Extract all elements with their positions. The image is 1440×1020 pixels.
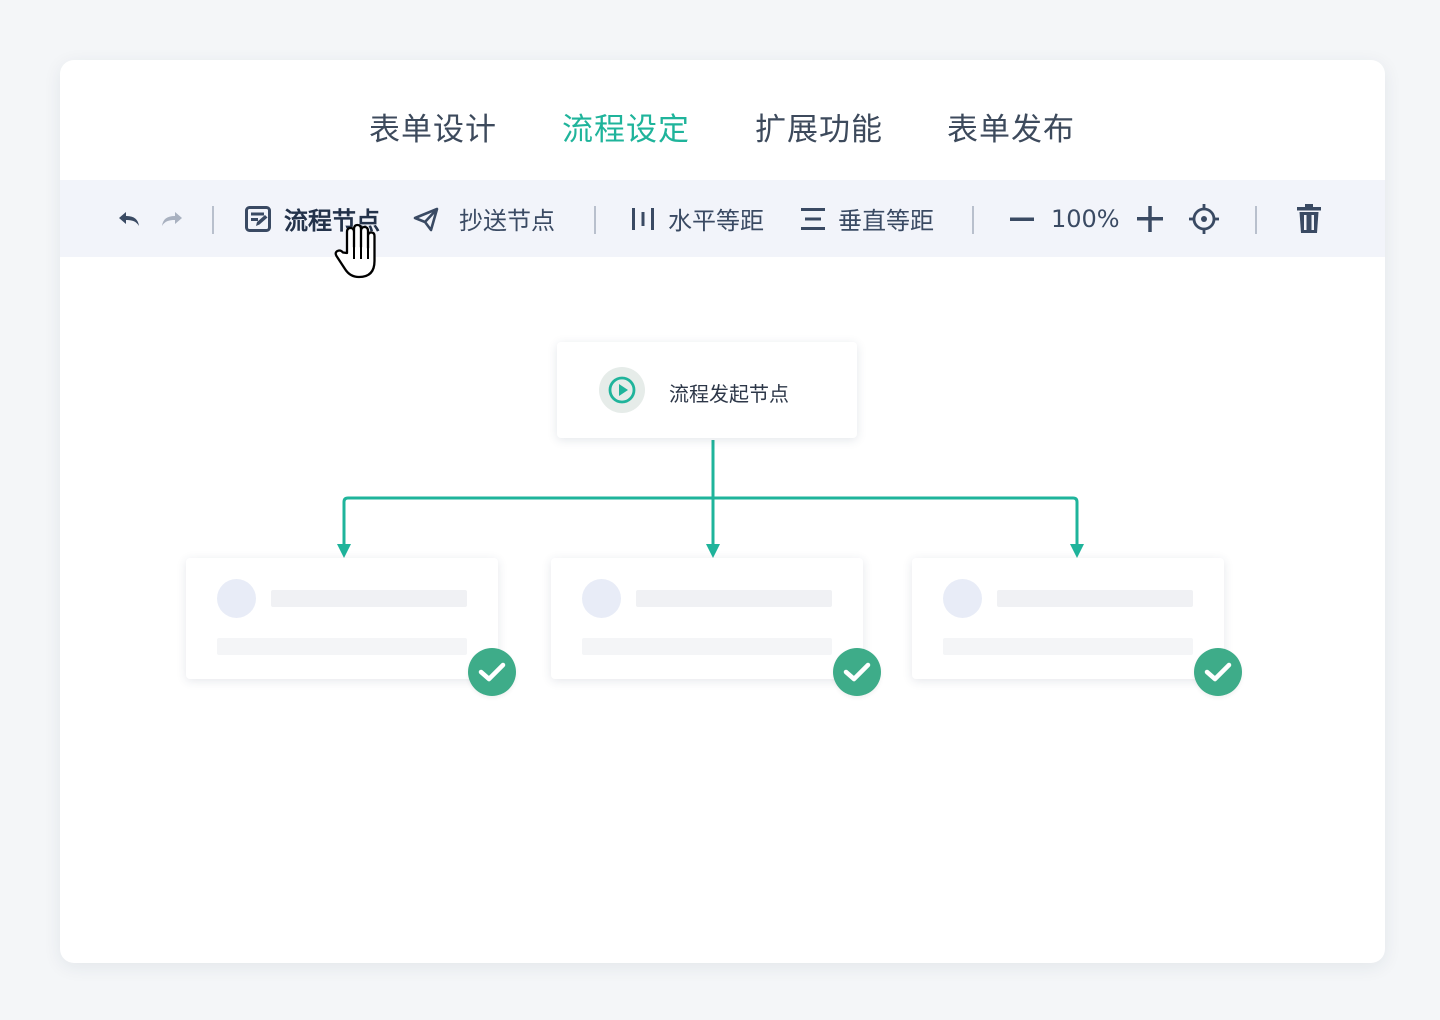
avatar-placeholder bbox=[582, 579, 621, 618]
check-icon bbox=[468, 648, 516, 696]
text-placeholder bbox=[636, 590, 832, 607]
text-placeholder bbox=[997, 590, 1193, 607]
vertical-spacing-button[interactable]: 垂直等距 bbox=[800, 180, 934, 257]
toolbar-divider bbox=[1255, 206, 1257, 234]
redo-icon bbox=[162, 211, 182, 226]
redo-button[interactable] bbox=[160, 180, 184, 257]
horizontal-spacing-label: 水平等距 bbox=[668, 207, 764, 235]
start-node-label: 流程发起节点 bbox=[669, 382, 789, 406]
start-node[interactable]: 流程发起节点 bbox=[557, 342, 857, 438]
step-tabs: 表单设计 流程设定 扩展功能 表单发布 bbox=[60, 60, 1385, 180]
vertical-spacing-label: 垂直等距 bbox=[838, 207, 934, 235]
toolbar-divider bbox=[972, 206, 974, 234]
flow-connectors bbox=[337, 440, 1084, 558]
horizontal-spacing-button[interactable]: 水平等距 bbox=[630, 180, 764, 257]
zoom-out-button[interactable] bbox=[1009, 180, 1035, 257]
toolbar: 流程节点 抄送节点 水平等距 垂直等距 bbox=[60, 180, 1385, 257]
zoom-level: 100% bbox=[1051, 180, 1120, 257]
zoom-in-button[interactable] bbox=[1136, 180, 1164, 257]
flow-node[interactable] bbox=[912, 558, 1242, 696]
tab-form-design[interactable]: 表单设计 bbox=[369, 112, 497, 148]
text-placeholder bbox=[217, 638, 467, 655]
undo-button[interactable] bbox=[117, 180, 141, 257]
delete-button[interactable] bbox=[1296, 180, 1322, 257]
horizontal-distribute-icon bbox=[632, 207, 654, 230]
minus-icon bbox=[1010, 217, 1034, 221]
check-icon bbox=[1194, 648, 1242, 696]
crosshair-icon bbox=[1189, 203, 1219, 234]
tab-flow-settings[interactable]: 流程设定 bbox=[562, 112, 690, 148]
vertical-distribute-icon bbox=[801, 207, 825, 230]
play-icon bbox=[599, 367, 645, 413]
locate-button[interactable] bbox=[1188, 180, 1220, 257]
form-edit-icon bbox=[245, 205, 271, 232]
avatar-placeholder bbox=[943, 579, 982, 618]
plus-icon bbox=[1137, 205, 1163, 232]
flow-node[interactable] bbox=[186, 558, 516, 696]
paper-plane-icon bbox=[413, 207, 439, 231]
text-placeholder bbox=[943, 638, 1193, 655]
tab-form-publish[interactable]: 表单发布 bbox=[947, 112, 1075, 148]
toolbar-divider bbox=[594, 206, 596, 234]
check-icon bbox=[833, 648, 881, 696]
text-placeholder bbox=[582, 638, 832, 655]
trash-icon bbox=[1297, 203, 1321, 233]
toolbar-divider bbox=[212, 206, 214, 234]
avatar-placeholder bbox=[217, 579, 256, 618]
zoom-level-text: 100% bbox=[1051, 204, 1120, 233]
hand-cursor-icon bbox=[334, 223, 376, 279]
cc-node-label: 抄送节点 bbox=[459, 207, 555, 235]
flow-node[interactable] bbox=[551, 558, 881, 696]
add-cc-node-button[interactable]: 抄送节点 bbox=[412, 180, 555, 257]
workflow-editor-card: 表单设计 流程设定 扩展功能 表单发布 流程节点 bbox=[60, 60, 1385, 963]
undo-icon bbox=[119, 211, 139, 226]
text-placeholder bbox=[271, 590, 467, 607]
tab-extensions[interactable]: 扩展功能 bbox=[755, 112, 883, 148]
